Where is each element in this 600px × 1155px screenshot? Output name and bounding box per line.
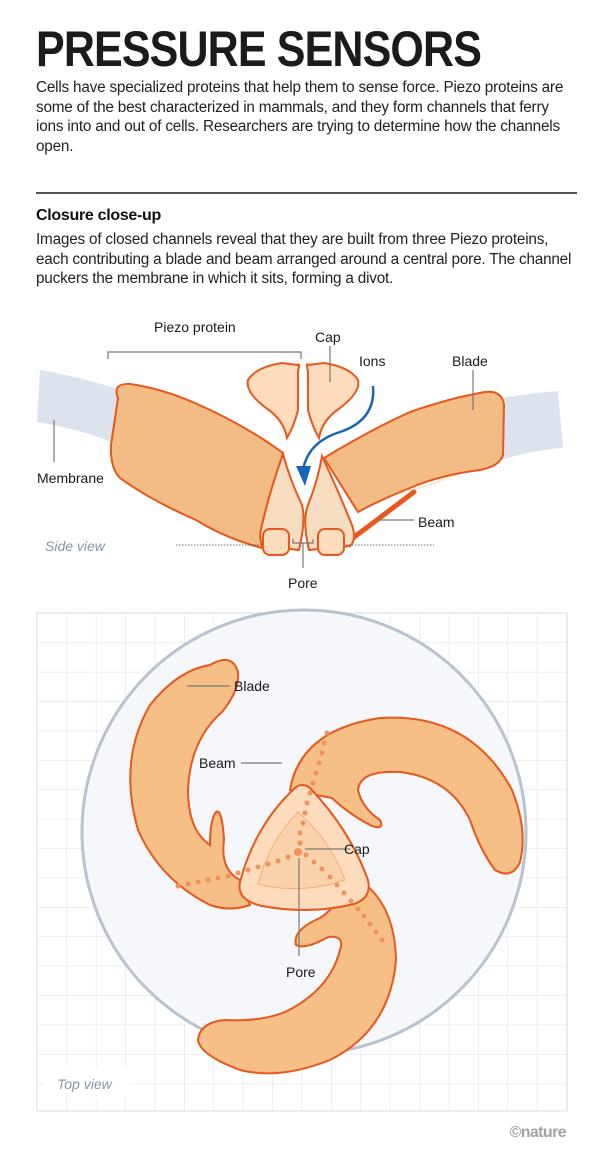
label-piezo-protein: Piezo protein (154, 319, 236, 335)
beam-right (342, 489, 417, 547)
blade-top-right (288, 716, 524, 875)
ions-arrowhead (296, 466, 311, 486)
blade-bottom (196, 878, 398, 1075)
cap-right (306, 361, 360, 441)
page-title: PRESSURE SENSORS (36, 21, 482, 77)
pore-segment-right (304, 452, 356, 552)
blade-right (322, 390, 506, 514)
label-blade-top: Blade (234, 678, 270, 694)
label-ions: Ions (359, 353, 385, 369)
side-view-caption: Side view (45, 538, 106, 554)
top-view-caption: Top view (57, 1076, 113, 1092)
blade-top-left (129, 658, 252, 910)
label-cap: Cap (315, 329, 341, 345)
label-beam: Beam (418, 514, 455, 530)
membrane-right (490, 391, 563, 462)
beam-dots (175, 730, 385, 943)
caption-backing (44, 1068, 130, 1098)
cap-left (246, 361, 300, 441)
side-view-diagram: Piezo protein Cap Ions Blade Membrane Be… (37, 319, 563, 591)
label-membrane: Membrane (37, 470, 104, 486)
section-title: Closure close-up (36, 207, 162, 224)
label-blade: Blade (452, 353, 488, 369)
ions-arrow (301, 385, 375, 471)
label-pore: Pore (288, 575, 318, 591)
nature-credit-logo: ©nature (509, 1124, 567, 1141)
intro-text: Cells have specialized proteins that hel… (36, 79, 564, 155)
divider (36, 192, 577, 194)
top-view-diagram: Blade Beam Cap Pore Top view (36, 608, 568, 1112)
bottom-block-left (262, 528, 290, 556)
blade-left (109, 382, 285, 550)
bottom-block-right (317, 528, 345, 556)
piezo-bracket (107, 351, 302, 359)
pore-bracket (292, 539, 314, 568)
membrane-left (37, 370, 120, 442)
label-cap-top: Cap (344, 841, 370, 857)
label-beam-top: Beam (199, 755, 236, 771)
section-text: Images of closed channels reveal that th… (36, 231, 572, 287)
label-pore-top: Pore (286, 964, 316, 980)
